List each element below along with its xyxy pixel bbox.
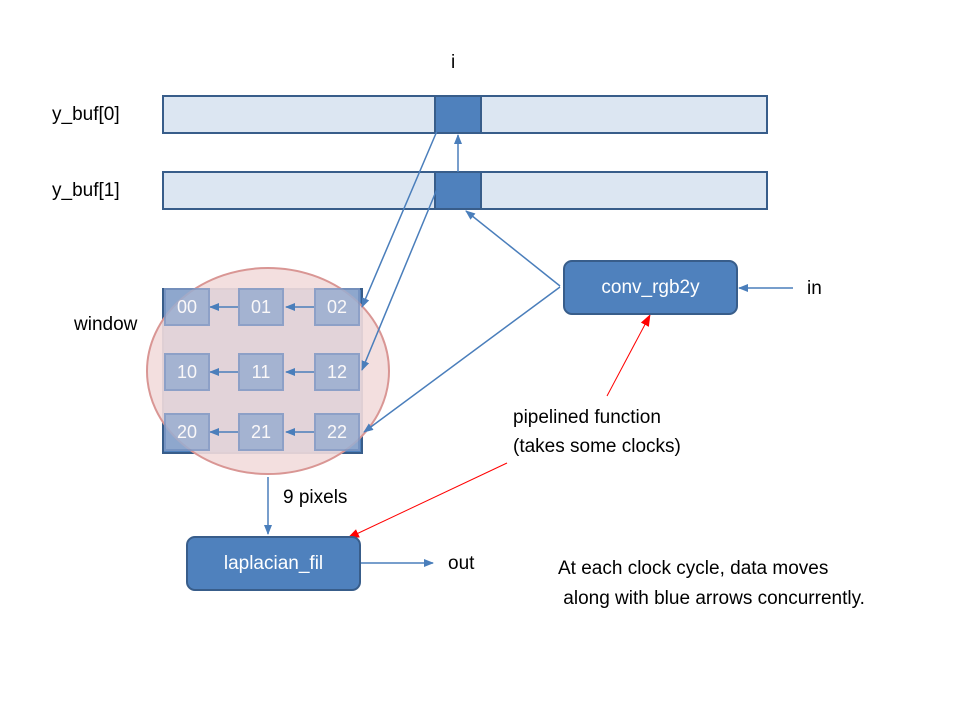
window-cell-10: 10 <box>164 353 210 391</box>
window-cell-20: 20 <box>164 413 210 451</box>
window-cell-00: 00 <box>164 288 210 326</box>
window-label: window <box>74 314 138 335</box>
input-label: in <box>807 278 822 299</box>
window-cell-12: 12 <box>314 353 360 391</box>
y-buf0-active-cell <box>434 95 482 134</box>
note-line1: At each clock cycle, data moves <box>558 558 829 579</box>
arrow-conv-to-ybuf1 <box>465 210 561 287</box>
y-buf1-active-cell <box>434 171 482 210</box>
window-cell-22: 22 <box>314 413 360 451</box>
laplacian-fil-block: laplacian_fil <box>186 536 361 591</box>
window-cell-02: 02 <box>314 288 360 326</box>
y-buf0-label: y_buf[0] <box>52 104 120 125</box>
index-i-label: i <box>451 52 456 73</box>
pipelined-callout-line1: pipelined function <box>513 407 661 428</box>
conv-rgb2y-block: conv_rgb2y <box>563 260 738 315</box>
arrow-callout-to-laplacian <box>347 462 508 539</box>
arrow-ybuf1-to-cell12 <box>361 188 438 371</box>
arrow-callout-to-conv <box>606 314 651 397</box>
window-cell-11: 11 <box>238 353 284 391</box>
nine-pixels-label: 9 pixels <box>283 487 348 508</box>
arrow-conv-to-cell22 <box>363 286 561 433</box>
window-cell-21: 21 <box>238 413 284 451</box>
window-cell-01: 01 <box>238 288 284 326</box>
output-label: out <box>448 553 475 574</box>
arrow-ybuf0-to-cell02 <box>361 130 438 308</box>
pipelined-callout-line2: (takes some clocks) <box>513 436 681 457</box>
note-line2: along with blue arrows concurrently. <box>558 588 865 609</box>
y-buf1-label: y_buf[1] <box>52 180 120 201</box>
